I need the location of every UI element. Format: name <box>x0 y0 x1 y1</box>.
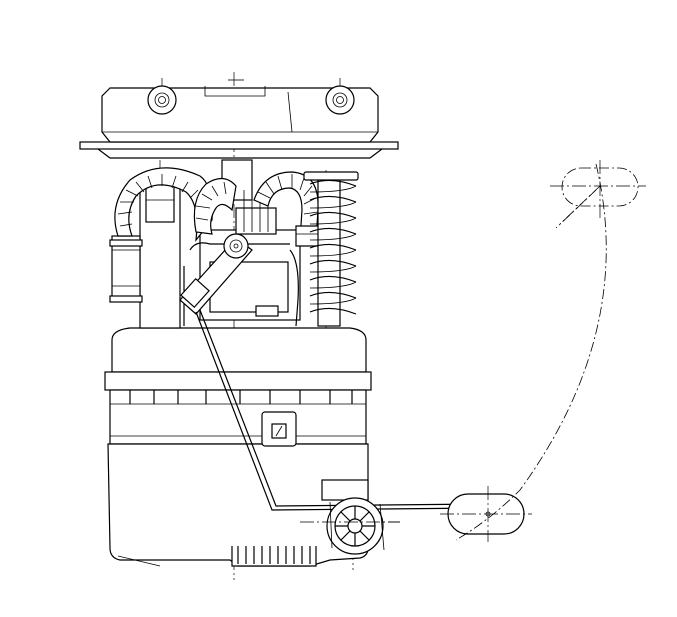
bolt-boss <box>147 85 355 115</box>
reservoir-bucket <box>104 327 372 567</box>
return-spring <box>303 171 359 327</box>
mounting-flange <box>79 141 399 159</box>
hose-clamp <box>109 239 143 303</box>
float-arm <box>179 233 485 511</box>
corrugated-hose <box>114 167 323 247</box>
float <box>440 486 532 542</box>
valve-cap <box>300 479 400 555</box>
float-upper-position <box>550 160 646 229</box>
float-swing-path <box>455 163 607 541</box>
left-tube <box>111 177 181 329</box>
filter-sock <box>231 546 317 567</box>
bucket-ribs <box>129 390 353 404</box>
pump-module <box>183 159 301 327</box>
